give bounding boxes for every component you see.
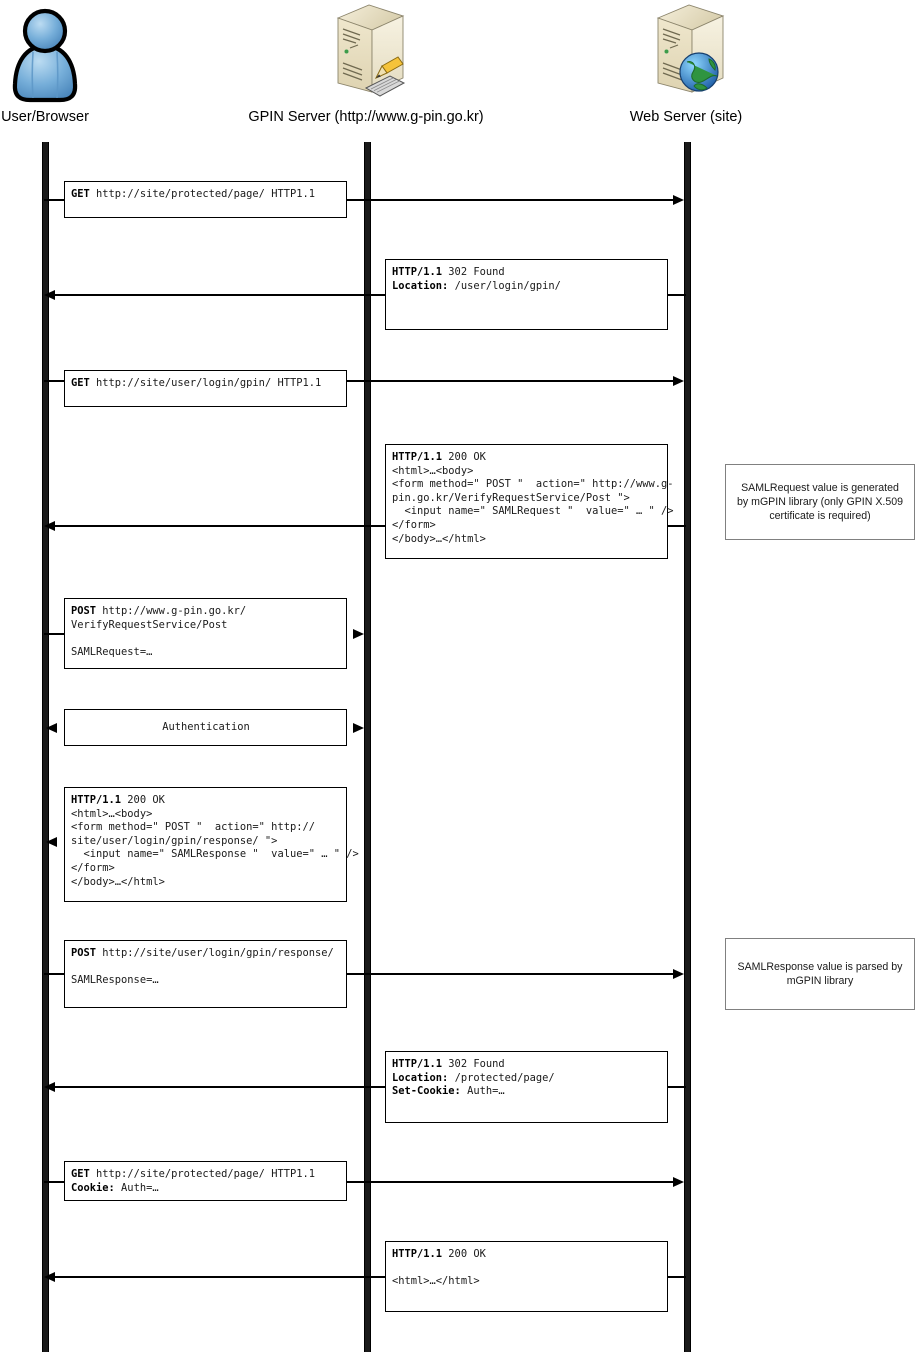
arrow-line-m3	[347, 380, 675, 382]
server-with-pencil-icon	[306, 4, 426, 106]
arrow-stub-m9-right	[668, 1086, 686, 1088]
arrow-line-m2	[54, 294, 385, 296]
message-post-verifyrequestservice[interactable]: POST http://www.g-pin.go.kr/ VerifyReque…	[64, 598, 347, 669]
message-get-protected-page-with-cookie[interactable]: GET http://site/protected/page/ HTTP1.1 …	[64, 1161, 347, 1201]
note-samlresponse-parsed: SAMLResponse value is parsed by mGPIN li…	[725, 938, 915, 1010]
note-samlrequest-generated: SAMLRequest value is generated by mGPIN …	[725, 464, 915, 540]
arrow-head-m11	[44, 1271, 55, 1282]
message-302-found-login-gpin[interactable]: HTTP/1.1 302 Found Location: /user/login…	[385, 259, 668, 330]
arrow-head-m5	[353, 628, 364, 639]
lifeline-web-server	[684, 142, 691, 1352]
actor-user-browser: User/Browser	[0, 4, 90, 125]
arrow-stub-m10-left	[44, 1181, 66, 1183]
message-302-found-set-cookie[interactable]: HTTP/1.1 302 Found Location: /protected/…	[385, 1051, 668, 1123]
arrow-line-m11	[54, 1276, 385, 1278]
arrow-head-m10	[673, 1176, 684, 1187]
arrow-line-m10	[347, 1181, 675, 1183]
message-200-ok-samlresponse-form[interactable]: HTTP/1.1 200 OK <html>…<body> <form meth…	[64, 787, 359, 902]
arrow-head-m6-left	[46, 722, 57, 733]
arrow-stub-m1-left	[44, 199, 66, 201]
arrow-head-m9	[44, 1081, 55, 1092]
arrow-head-m2	[44, 289, 55, 300]
server-with-globe-icon	[631, 4, 741, 106]
actor-web-server: Web Server (site)	[596, 4, 776, 125]
arrow-head-m8	[673, 968, 684, 979]
message-authentication[interactable]: Authentication	[64, 709, 347, 746]
message-200-ok-final-page[interactable]: HTTP/1.1 200 OK <html>…</html>	[385, 1241, 668, 1312]
lifeline-gpin-server	[364, 142, 371, 1352]
arrow-stub-m4-right	[668, 525, 686, 527]
actor-gpin-server: GPIN Server (http://www.g-pin.go.kr)	[246, 4, 486, 125]
lifeline-user-browser	[42, 142, 49, 1352]
arrow-stub-m2-right	[668, 294, 686, 296]
message-get-login-gpin[interactable]: GET http://site/user/login/gpin/ HTTP1.1	[64, 370, 347, 407]
actor-label-web-server: Web Server (site)	[629, 109, 743, 125]
arrow-line-m9	[54, 1086, 385, 1088]
actor-label-gpin-server: GPIN Server (http://www.g-pin.go.kr)	[248, 109, 484, 125]
arrow-head-m7	[46, 836, 57, 847]
arrow-stub-m11-right	[668, 1276, 686, 1278]
arrow-head-m4	[44, 520, 55, 531]
message-get-protected-page[interactable]: GET http://site/protected/page/ HTTP1.1	[64, 181, 347, 218]
arrow-line-m8	[347, 973, 675, 975]
message-post-samlresponse[interactable]: POST http://site/user/login/gpin/respons…	[64, 940, 347, 1008]
arrow-stub-m5-left	[44, 633, 66, 635]
arrow-line-m4	[54, 525, 385, 527]
arrow-line-m1	[347, 199, 675, 201]
actor-label-user-browser: User/Browser	[1, 109, 89, 125]
user-icon	[6, 4, 84, 106]
arrow-head-m3	[673, 375, 684, 386]
message-200-ok-samlrequest-form[interactable]: HTTP/1.1 200 OK <html>…<body> <form meth…	[385, 444, 674, 559]
arrow-stub-m8-left	[44, 973, 66, 975]
arrow-head-m6-right	[353, 722, 364, 733]
arrow-stub-m3-left	[44, 380, 66, 382]
arrow-head-m1	[673, 194, 684, 205]
